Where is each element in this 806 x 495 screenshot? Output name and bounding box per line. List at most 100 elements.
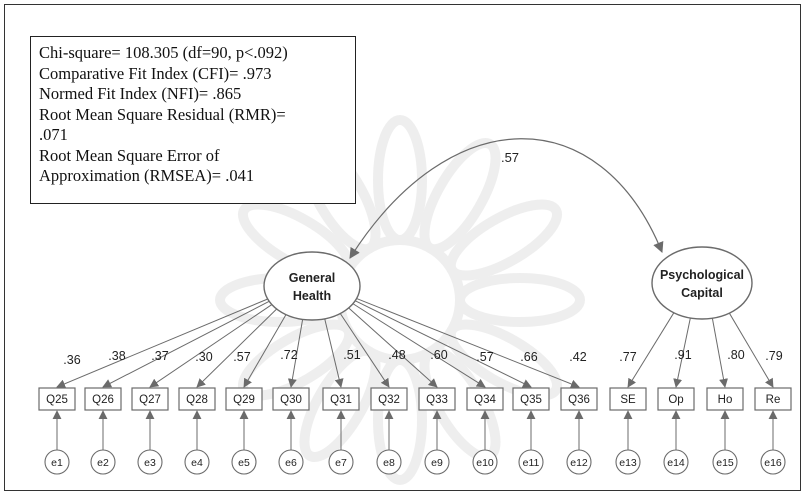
correlation-label: .57 [501, 150, 519, 165]
error-term [424, 449, 450, 475]
indicator-box [657, 387, 695, 411]
error-label: e16 [764, 457, 782, 469]
loading-label: .91 [674, 348, 691, 362]
indicator-box [754, 387, 792, 411]
indicator-box [38, 387, 76, 411]
fit-line: .071 [39, 125, 68, 144]
latent-label: Psychological [660, 268, 744, 282]
indicator-label: Q29 [233, 394, 255, 406]
fit-line: Root Mean Square Error of [39, 145, 220, 165]
loading-label: .48 [388, 348, 405, 362]
indicator-box [560, 387, 598, 411]
indicator-label: Re [766, 394, 781, 406]
correlation-arc [349, 138, 664, 259]
indicator-box [706, 387, 744, 411]
latent-label: Health [293, 289, 331, 303]
watermark-petal [455, 273, 585, 327]
indicator-box [225, 387, 263, 411]
indicator-box [178, 387, 216, 411]
loading-label: .60 [430, 348, 447, 362]
fit-line: Chi-square= 108.305 (df=90, p<.092) [39, 43, 288, 62]
watermark-ring [335, 235, 465, 365]
loading-label: .51 [343, 348, 360, 362]
error-label: e13 [619, 457, 637, 469]
error-term [184, 449, 210, 475]
indicator-box [418, 387, 456, 411]
error-label: e15 [716, 457, 734, 469]
loading-arrow [196, 306, 280, 388]
indicator-label: Q32 [378, 394, 400, 406]
error-term [328, 449, 354, 475]
indicator-label: Q25 [46, 394, 68, 406]
loading-arrow [353, 296, 580, 389]
indicator-label: Q30 [280, 394, 302, 406]
latent-pc [651, 246, 753, 320]
loading-arrow [102, 299, 273, 388]
error-label: e9 [431, 457, 443, 469]
indicator-label: Q33 [426, 394, 448, 406]
loading-label: .80 [727, 348, 744, 362]
fit-line: Normed Fit Index (NFI)= .865 [39, 84, 242, 103]
watermark-petal [445, 319, 563, 401]
error-label: e10 [476, 457, 494, 469]
watermark-petal [373, 115, 427, 245]
error-term [566, 449, 592, 475]
error-label: e1 [51, 457, 63, 469]
error-label: e4 [191, 457, 203, 469]
indicator-label: Q35 [520, 394, 542, 406]
indicator-box [84, 387, 122, 411]
loading-label: .42 [569, 350, 586, 364]
indicator-label: Q28 [186, 394, 208, 406]
diagram-frame [4, 4, 801, 491]
error-label: e2 [97, 457, 109, 469]
loading-arrow [351, 298, 532, 388]
indicator-label: Ho [718, 394, 733, 406]
loading-label: .30 [195, 350, 212, 364]
error-term [90, 449, 116, 475]
error-term [663, 449, 689, 475]
error-label: e7 [335, 457, 347, 469]
latent-gh [263, 251, 361, 321]
indicator-box [466, 387, 504, 411]
watermark-petal [445, 199, 563, 281]
loading-arrow [345, 305, 438, 388]
loading-arrow [149, 302, 275, 388]
error-term [231, 449, 257, 475]
error-term [615, 449, 641, 475]
fit-line: Comparative Fit Index (CFI)= .973 [39, 63, 272, 83]
loading-arrow [56, 297, 272, 389]
loading-arrow [711, 315, 728, 388]
loading-arrow [287, 316, 304, 388]
watermark-petal [299, 345, 381, 463]
loading-arrow [627, 309, 676, 388]
indicator-box [272, 387, 310, 411]
error-label: e12 [570, 457, 588, 469]
indicator-label: Q34 [474, 394, 496, 406]
error-term [472, 449, 498, 475]
loading-arrow [349, 301, 486, 388]
indicator-label: Q27 [139, 394, 161, 406]
loading-label: .72 [280, 348, 297, 362]
error-label: e6 [285, 457, 297, 469]
error-label: e3 [144, 457, 156, 469]
error-term [44, 449, 70, 475]
indicator-box [512, 387, 550, 411]
error-term [760, 449, 786, 475]
loading-label: .66 [520, 350, 537, 364]
indicator-label: SE [620, 394, 636, 406]
loading-label: .57 [233, 350, 250, 364]
indicator-box [370, 387, 408, 411]
loading-label: .36 [63, 353, 80, 367]
loading-arrow [673, 315, 692, 388]
indicator-label: Op [668, 394, 683, 406]
watermark-petal [373, 355, 427, 485]
loading-arrow [727, 310, 774, 388]
error-term [712, 449, 738, 475]
error-label: e14 [667, 457, 685, 469]
indicator-label: Q31 [330, 394, 352, 406]
loading-arrow [323, 315, 344, 388]
loading-arrow [338, 310, 390, 388]
error-term [518, 449, 544, 475]
loading-label: .38 [108, 349, 125, 363]
fit-line: Root Mean Square Residual (RMR)= [39, 104, 286, 124]
